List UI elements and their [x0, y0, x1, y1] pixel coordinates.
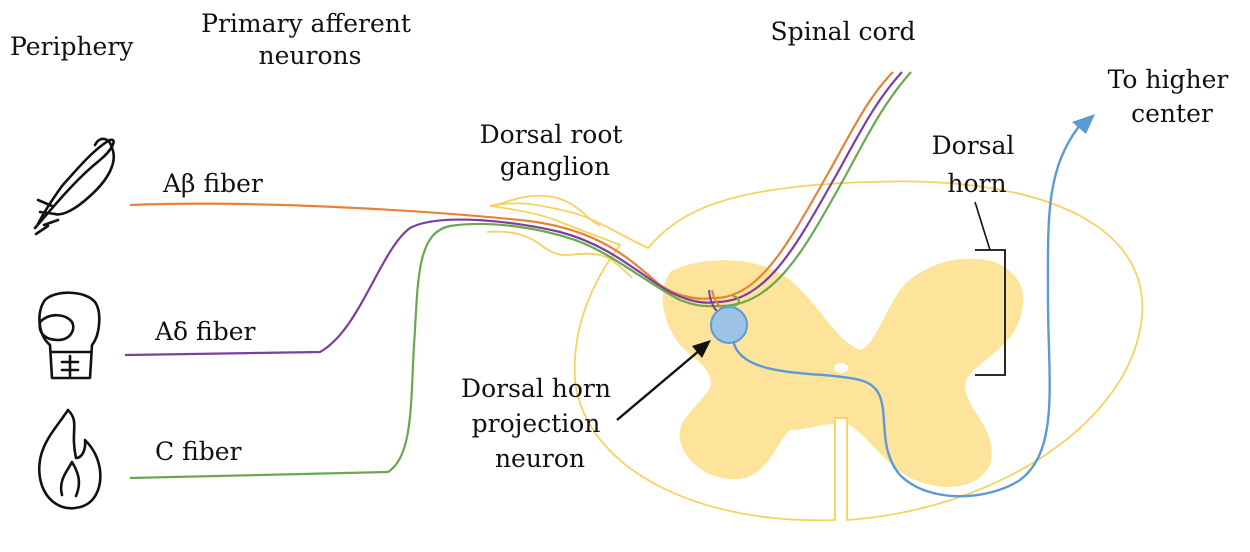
boxing-glove-icon — [38, 291, 101, 380]
projection-neuron-axon — [731, 124, 1081, 498]
dorsal-root-lower-outline — [486, 230, 633, 279]
feather-icon — [33, 137, 115, 236]
c-fiber-label: C fiber — [155, 437, 242, 466]
higher-center-arrowhead — [1072, 114, 1095, 134]
central-canal — [834, 363, 848, 373]
a-delta-ascending-tract — [715, 71, 903, 304]
a-delta-fiber — [124, 218, 717, 357]
neuron-pointer-line — [616, 349, 701, 421]
spinal-cord-label: Spinal cord — [770, 17, 915, 46]
dorsal-horn-bracket-leader — [974, 201, 991, 251]
a-beta-fiber-label: Aβ fiber — [162, 169, 263, 198]
spinal-cord-outline — [489, 180, 1144, 522]
dorsal-root-ganglion-outline — [489, 194, 601, 227]
a-delta-fiber-label: Aδ fiber — [154, 317, 256, 346]
periphery-label: Periphery — [10, 32, 134, 61]
c-ascending-tract — [719, 71, 912, 308]
projection-neuron-soma — [710, 306, 748, 344]
c-fiber — [129, 222, 721, 480]
flame-icon — [37, 408, 102, 510]
primary-afferent-label: Primary afferent neurons — [201, 9, 419, 70]
dorsal-root-ganglion-label: Dorsal root ganglion — [480, 120, 631, 181]
projection-neuron-label: Dorsal horn projection neuron — [461, 374, 619, 473]
ventral-fissure — [834, 417, 848, 520]
neuron-pointer-arrowhead — [692, 340, 711, 358]
a-beta-fiber — [129, 202, 713, 300]
to-higher-center-label: To higher center — [1108, 65, 1237, 128]
c-terminal — [732, 295, 740, 307]
dorsal-horn-label: Dorsal horn — [932, 131, 1023, 198]
a-beta-ascending-tract — [711, 71, 894, 300]
